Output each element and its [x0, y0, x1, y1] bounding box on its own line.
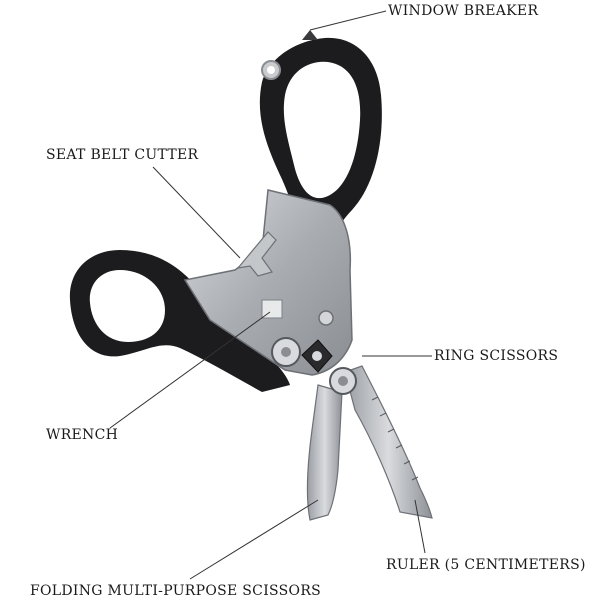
label-ruler: RULER (5 CENTIMETERS): [386, 557, 586, 573]
left-blade: [306, 384, 343, 521]
leader-folding-scissors: [189, 499, 319, 580]
right-blade-ruler: [344, 365, 433, 519]
label-wrench: WRENCH: [46, 427, 119, 443]
ruler-ticks: [371, 396, 419, 481]
leader-ruler: [414, 499, 426, 554]
left-handle-hole: [89, 270, 165, 342]
label-window-breaker: WINDOW BREAKER: [388, 3, 539, 19]
seat-belt-cutter: [236, 231, 277, 277]
leader-lines: [109, 10, 432, 580]
label-seat-belt-cutter: SEAT BELT CUTTER: [46, 147, 199, 163]
leader-wrench: [109, 311, 271, 429]
label-ring-scissors: RING SCISSORS: [434, 348, 559, 364]
window-breaker-tip: [302, 30, 318, 40]
upper-handle-hole: [283, 61, 361, 199]
wrench-notch: [261, 299, 283, 319]
leader-seat-belt-cutter: [152, 166, 241, 259]
label-folding-scissors: FOLDING MULTI-PURPOSE SCISSORS: [30, 583, 322, 599]
steel-body: [183, 189, 353, 376]
pivot-screw-upper: [318, 310, 334, 326]
leader-window-breaker: [309, 10, 387, 31]
